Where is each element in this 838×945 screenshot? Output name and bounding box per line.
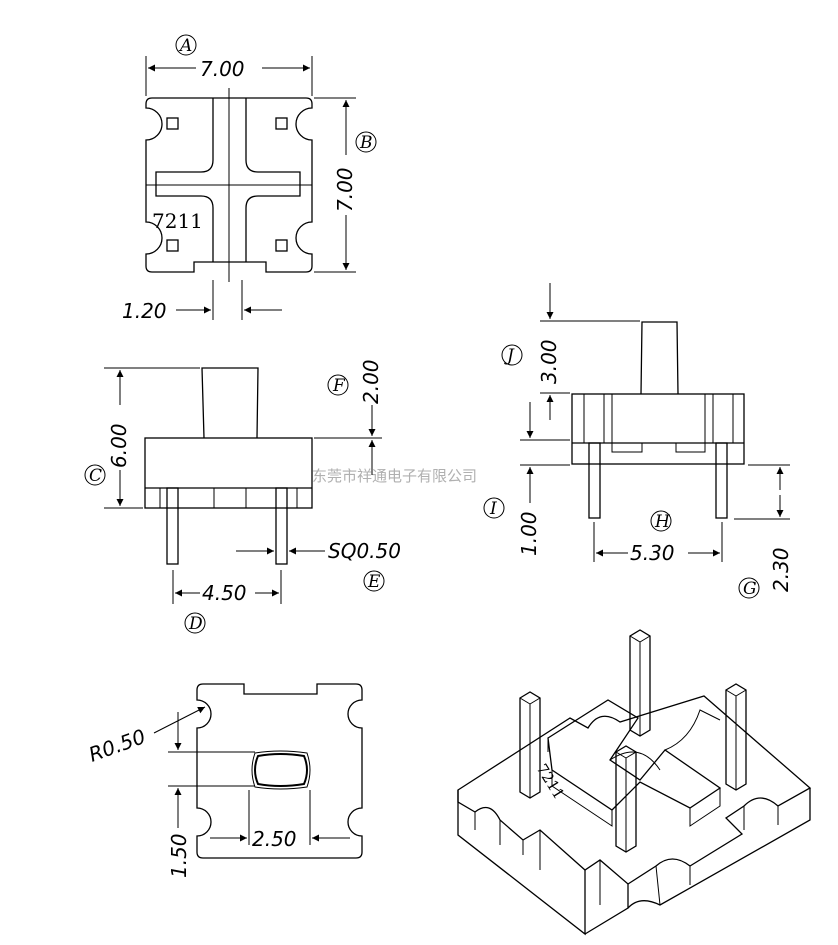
front-body (144, 437, 313, 509)
dim-b-value: 7.00 (333, 167, 357, 212)
side-view: 3.00 J 1.00 I 5.30 H 2.30 (483, 283, 793, 599)
top-pad-br (275, 239, 288, 252)
side-pin-right (715, 442, 728, 519)
front-pin-right (275, 487, 288, 565)
part-number-label: 7211 (152, 209, 203, 233)
front-view: 6.00 C 2.00 F SQ0.50 E 4.50 D (84, 359, 401, 634)
pcb-footprint: R0.50 1.50 2.50 (86, 683, 363, 878)
top-pad-bl (166, 239, 179, 252)
svg-text:B: B (359, 133, 373, 153)
top-view-cross-right (245, 98, 301, 262)
label-b: B (355, 131, 377, 153)
iso-pin-left (519, 691, 541, 799)
watermark: 东莞市祥通电子有限公司 (312, 467, 477, 485)
iso-cross-arm-a (547, 699, 722, 811)
top-view-outline (145, 97, 313, 273)
dim-h-value: 5.30 (630, 541, 675, 565)
dim-pad-h-value: 1.50 (167, 833, 191, 878)
dim-a-value: 7.00 (200, 57, 245, 81)
svg-text:A: A (178, 36, 192, 56)
side-actuator (640, 321, 679, 395)
dim-j-value: 3.00 (537, 339, 561, 384)
isometric-view: 7211 (457, 629, 812, 936)
side-body (571, 393, 745, 465)
label-h: H (650, 510, 672, 532)
svg-text:F: F (332, 376, 346, 396)
dim-g-value: 2.30 (769, 547, 793, 592)
svg-text:G: G (743, 579, 757, 599)
label-d: D (184, 612, 206, 634)
dim-c-value: 6.00 (107, 423, 131, 468)
top-pad-tl (166, 117, 179, 130)
label-f: F (327, 374, 349, 396)
front-actuator (201, 367, 259, 439)
svg-text:H: H (654, 512, 671, 532)
dim-pin-size-value: SQ0.50 (328, 539, 401, 563)
iso-part-number: 7211 (533, 761, 569, 803)
iso-base-side-left (457, 790, 586, 936)
label-i: I (483, 497, 505, 519)
iso-pin-right (725, 683, 747, 791)
iso-base-side-right (584, 884, 629, 935)
dim-i-value: 1.00 (517, 511, 541, 556)
svg-text:E: E (367, 572, 381, 592)
label-a: A (175, 34, 197, 56)
svg-text:D: D (188, 614, 203, 634)
footprint-outline (196, 683, 363, 859)
svg-text:I: I (489, 499, 497, 519)
dim-pin-gap-value: 1.20 (122, 299, 167, 323)
svg-text:J: J (504, 346, 515, 366)
iso-pin-front (615, 745, 637, 853)
dim-f-value: 2.00 (359, 359, 383, 404)
label-e: E (363, 570, 385, 592)
iso-pin-back (629, 629, 651, 737)
top-pad-tr (275, 117, 288, 130)
label-c: C (84, 464, 106, 486)
top-view-cross (155, 98, 214, 262)
label-g: G (738, 577, 760, 599)
side-pin-left (588, 442, 601, 519)
dim-radius-value: R0.50 (86, 724, 149, 767)
footprint-pad (254, 753, 308, 787)
top-view: 7211 7.00 A 7.00 B 1.20 (122, 34, 377, 323)
dim-d-value: 4.50 (202, 581, 247, 605)
svg-text:C: C (89, 466, 102, 486)
label-j: J (501, 344, 523, 366)
dim-pad-w-value: 2.50 (252, 827, 297, 851)
front-pin-left (166, 487, 179, 565)
